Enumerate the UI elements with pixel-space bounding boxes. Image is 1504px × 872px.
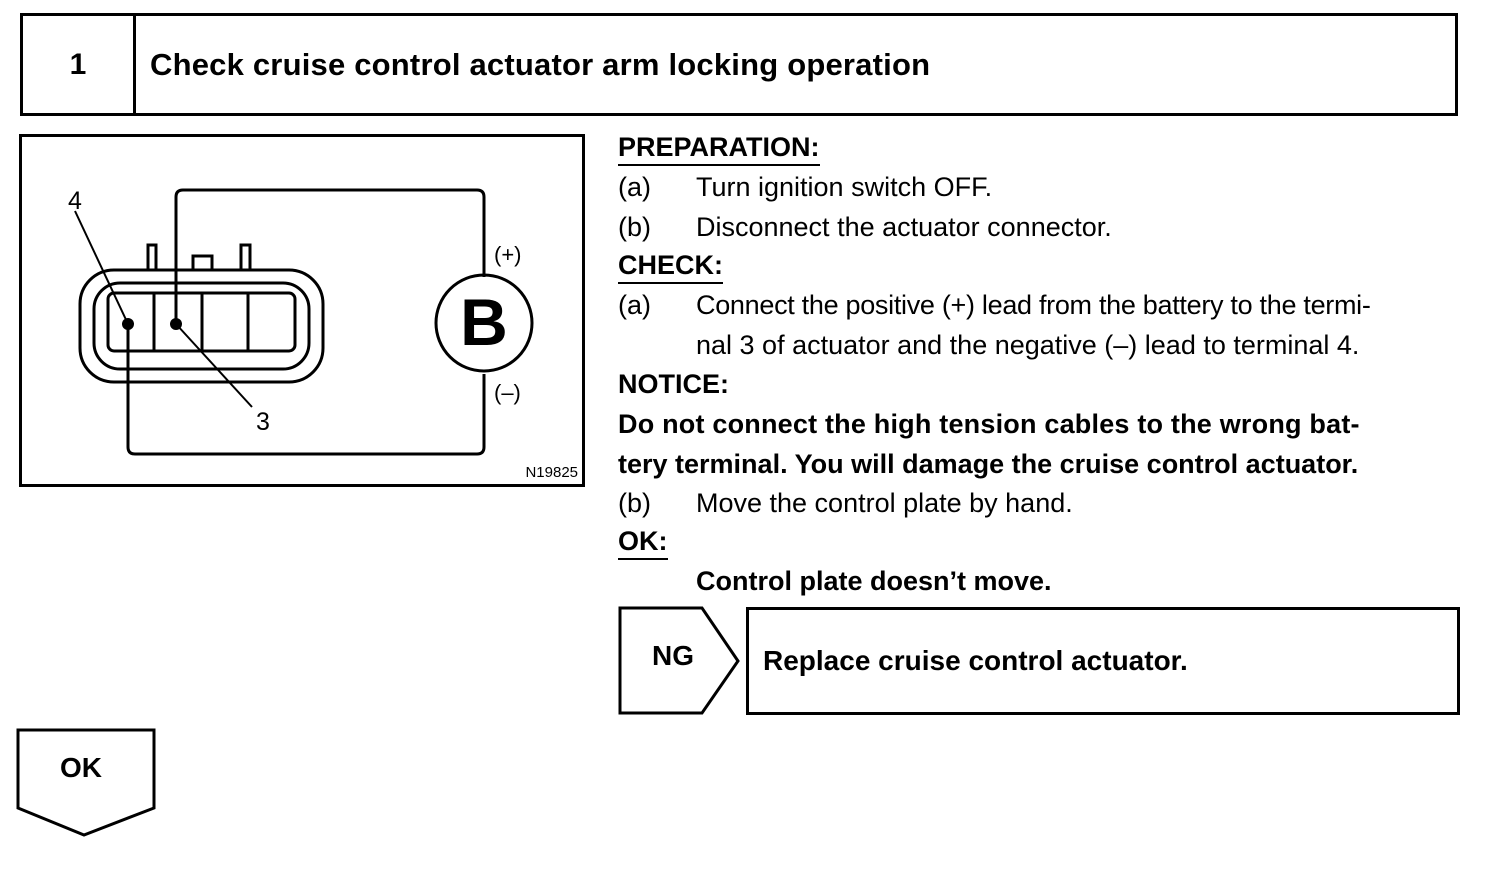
item-letter: (a)	[618, 290, 651, 320]
item-letter: (b)	[618, 488, 651, 518]
terminal-3-label: 3	[256, 408, 270, 436]
item-letter: (b)	[618, 212, 651, 242]
terminal-4-label: 4	[68, 187, 82, 215]
negative-label: (–)	[494, 380, 521, 405]
battery-symbol	[434, 273, 534, 373]
notice-heading: NOTICE:	[618, 369, 729, 399]
positive-label: (+)	[494, 242, 522, 267]
terminal-4-point	[122, 318, 134, 330]
notice-line-2: tery terminal. You will damage the cruis…	[618, 449, 1359, 479]
ng-arrow-icon	[618, 606, 740, 715]
ok-heading: OK:	[618, 526, 668, 560]
connector-diagram: 4 3 B (+) (–) N19825	[19, 134, 585, 487]
step-title: Check cruise control actuator arm lockin…	[150, 46, 931, 82]
item-text: Disconnect the actuator connector.	[696, 212, 1112, 242]
preparation-heading: PREPARATION:	[618, 132, 820, 166]
step-header: 1 Check cruise control actuator arm lock…	[20, 13, 1458, 116]
positive-wire	[174, 188, 486, 324]
notice-line-1: Do not connect the high tension cables t…	[618, 409, 1360, 439]
item-text: Connect the positive (+) lead from the b…	[696, 290, 1371, 320]
item-text: nal 3 of actuator and the negative (–) l…	[696, 330, 1360, 360]
connector-wiring-illustration: 4 3 B (+) (–) N19825	[68, 187, 578, 481]
negative-wire	[126, 324, 486, 456]
item-letter: (a)	[618, 172, 651, 202]
battery-letter: B	[460, 285, 508, 359]
ok-criteria-text: Control plate doesn’t move.	[696, 566, 1052, 596]
figure-id: N19825	[525, 464, 578, 481]
ng-action-box: Replace cruise control actuator.	[746, 607, 1460, 715]
ok-label: OK	[60, 752, 102, 783]
ok-arrow-icon	[16, 728, 156, 837]
terminal-3-point	[170, 318, 182, 330]
item-text: Turn ignition switch OFF.	[696, 172, 993, 202]
ng-label: NG	[652, 640, 694, 671]
item-text: Move the control plate by hand.	[696, 488, 1073, 518]
connector-outer-housing	[78, 268, 325, 384]
check-heading: CHECK:	[618, 250, 723, 284]
step-number: 1	[23, 16, 136, 113]
